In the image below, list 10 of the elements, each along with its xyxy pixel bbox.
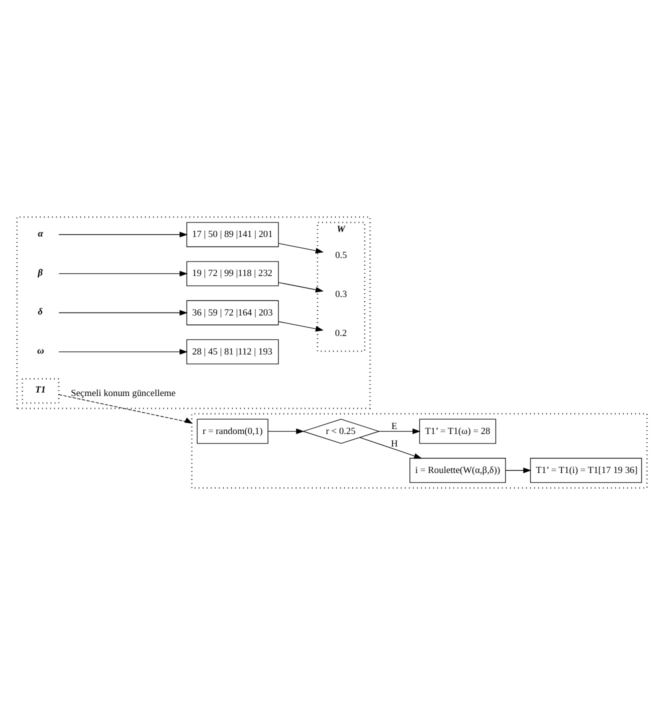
node-text: 0.5 <box>335 250 347 260</box>
node-text: α <box>38 228 44 239</box>
edge-label: E <box>391 421 398 432</box>
node-text: ω <box>37 346 44 356</box>
node-text: 0.3 <box>335 290 347 300</box>
edge-label: Seçmeli konum güncelleme <box>70 388 176 398</box>
node-text: δ <box>38 307 43 318</box>
edge-label: H <box>390 438 398 449</box>
node-text: β <box>38 268 43 278</box>
node-text: 0.2 <box>335 328 347 339</box>
